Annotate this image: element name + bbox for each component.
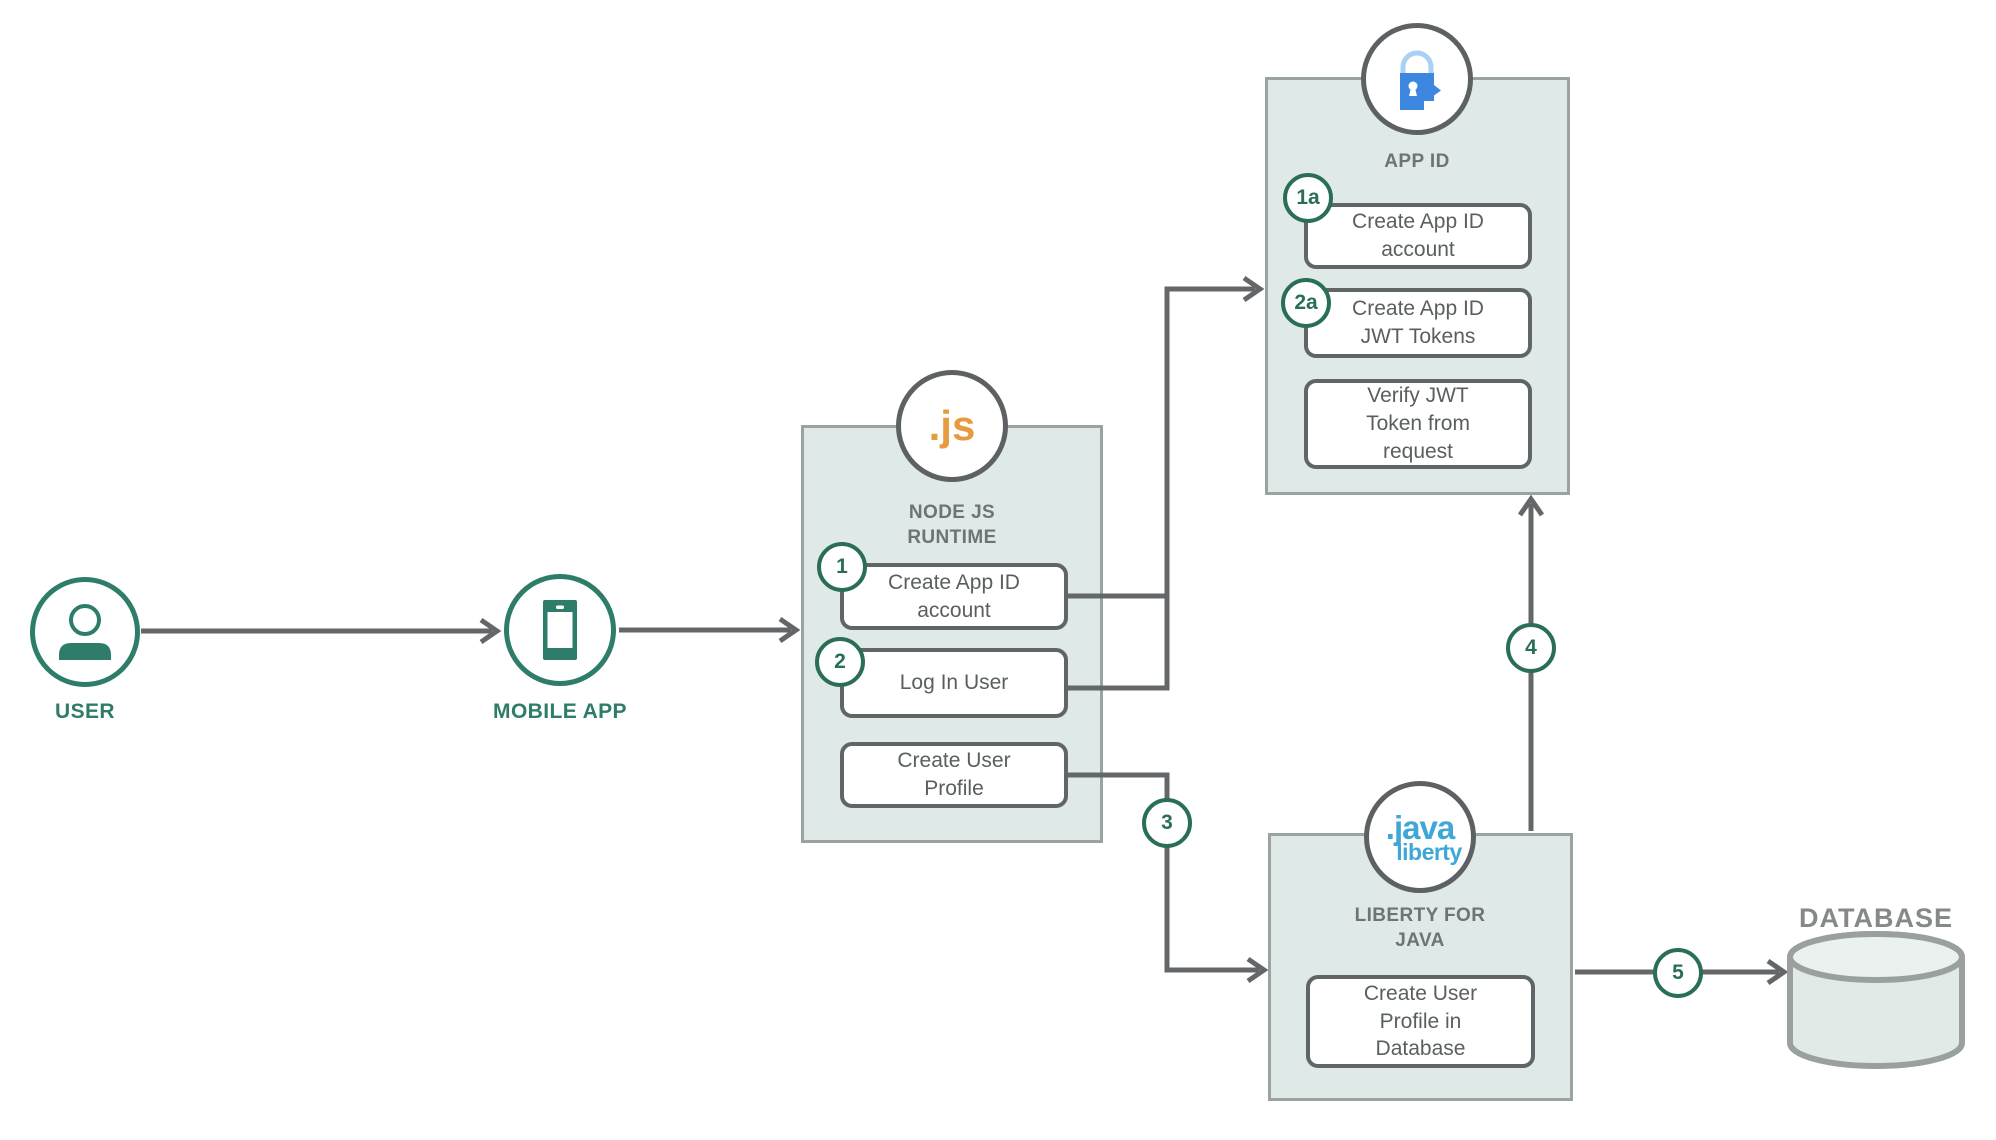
java-logo-text: .java <box>1385 808 1455 846</box>
badge-step-2a: 2a <box>1281 278 1331 328</box>
java-liberty-logo-icon: .java liberty <box>1378 811 1462 864</box>
nodejs-runtime-title: NODE JS RUNTIME <box>907 502 997 549</box>
app-id-title: APP ID <box>1384 151 1450 172</box>
step-appid-create-jwt: Create App ID JWT Tokens <box>1304 288 1532 358</box>
arrow-login-trunk-to-appid <box>1066 275 1265 691</box>
user-label: USER <box>55 700 115 723</box>
badge-step-1a: 1a <box>1283 173 1333 223</box>
step-label: Create User Profile in Database <box>1363 981 1478 1061</box>
step-create-user-profile: Create User Profile <box>840 742 1068 808</box>
arrow-user-to-mobile <box>141 617 502 645</box>
step-label: Create User Profile <box>897 749 1011 800</box>
mobile-app-label: MOBILE APP <box>493 700 627 723</box>
badge-step-2: 2 <box>815 637 865 687</box>
appid-icon-circle <box>1361 23 1473 135</box>
badge-step-5: 5 <box>1653 948 1703 998</box>
user-node <box>30 577 140 687</box>
person-icon <box>59 604 111 660</box>
database-label: DATABASE <box>1799 903 1953 933</box>
liberty-for-java-title: LIBERTY FOR JAVA <box>1354 905 1486 952</box>
step-label: Verify JWT Token from request <box>1366 384 1470 463</box>
mobile-app-node <box>504 574 616 686</box>
step-label: Log In User <box>899 671 1009 695</box>
step-appid-create-account: Create App ID account <box>1304 203 1532 269</box>
badge-step-1: 1 <box>817 542 867 592</box>
step-label: Create App ID JWT Tokens <box>1352 297 1484 348</box>
step-create-appid-account: Create App ID account <box>840 563 1068 630</box>
step-create-profile-in-db: Create User Profile in Database <box>1306 975 1535 1068</box>
step-label: Create App ID account <box>1352 210 1484 261</box>
liberty-icon-circle: .java liberty <box>1364 781 1476 893</box>
liberty-logo-text: liberty <box>1396 838 1462 865</box>
arrow-mobile-to-nodejs <box>619 616 801 644</box>
database-cylinder-icon <box>1787 931 1965 1069</box>
nodejs-icon-circle: .js <box>896 370 1008 482</box>
nodejs-logo-icon: .js <box>928 402 976 449</box>
smartphone-icon <box>543 600 577 660</box>
step-log-in-user: Log In User <box>840 648 1068 718</box>
step-label: Create App ID account <box>888 570 1020 622</box>
lock-head-icon <box>1400 50 1441 110</box>
badge-step-3: 3 <box>1142 798 1192 848</box>
step-appid-verify-jwt: Verify JWT Token from request <box>1304 379 1532 469</box>
arrow-profile-trunk-to-liberty <box>1066 772 1269 984</box>
badge-step-4: 4 <box>1506 623 1556 673</box>
